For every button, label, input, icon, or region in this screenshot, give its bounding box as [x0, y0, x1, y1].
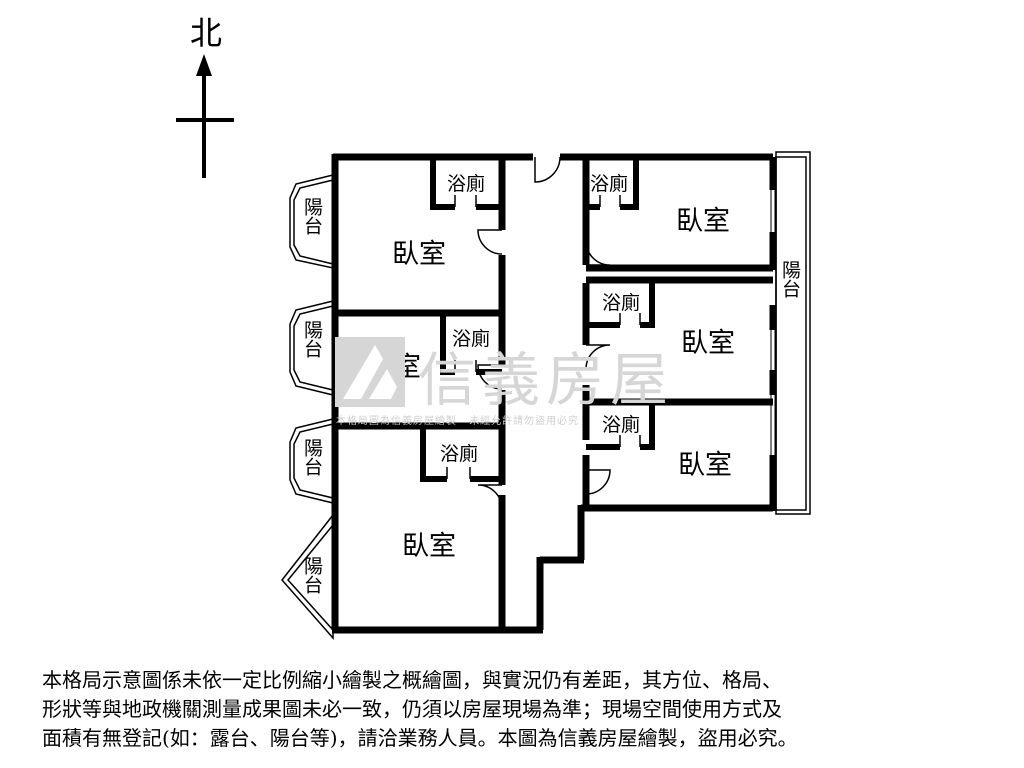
bathrooms	[420, 157, 655, 482]
disclaimer: 本格局示意圖係未依一定比例縮小繪製之概繪圖，與實況仍有差距，其方位、格局、 形狀…	[42, 666, 1002, 753]
north-arrow: 北	[176, 14, 234, 178]
watermark-notice-left: 本格局圖為信義房屋繪製	[336, 416, 457, 427]
balconies	[281, 151, 811, 640]
disclaimer-line-1: 本格局示意圖係未依一定比例縮小繪製之概繪圖，與實況仍有差距，其方位、格局、	[42, 668, 782, 692]
disclaimer-line-3: 面積有無登記(如：露台、陽台等)，請洽業務人員。本圖為信義房屋繪製，盜用必究。	[42, 726, 798, 750]
doors	[446, 156, 641, 510]
watermark-notice-right: 未經允許請勿盜用必究	[469, 416, 580, 427]
bedroom-ne-label: 臥室	[676, 206, 730, 237]
bedroom-nw-label: 臥室	[392, 239, 446, 270]
floor-plan: 北	[176, 14, 811, 640]
bathroom-se-label: 浴廁	[602, 413, 640, 436]
bathroom-w-label: 浴廁	[452, 327, 490, 350]
disclaimer-line-2: 形狀等與地政機關測量成果圖未必一致，仍須以房屋現場為準；現場空間使用方式及	[42, 697, 782, 721]
bathroom-sw-label: 浴廁	[440, 442, 478, 465]
bedroom-sw-label: 臥室	[402, 531, 456, 562]
balcony-label-west-2: 陽台	[301, 320, 323, 358]
balcony-label-west-3: 陽台	[301, 438, 323, 476]
watermark-notice: 本格局圖為信義房屋繪製 未經允許請勿盜用必究	[336, 412, 579, 427]
bedroom-se-label: 臥室	[678, 450, 732, 481]
brand-logo-icon	[335, 337, 405, 407]
north-label: 北	[190, 14, 222, 52]
balcony-label-west-4: 陽台	[301, 556, 323, 594]
room-labels: 臥室 臥室 臥室 臥室 臥室 臥室 浴廁 浴廁 浴廁 浴廁 浴廁 浴廁	[367, 172, 735, 562]
watermark-brand: 信義房屋	[418, 346, 675, 414]
balcony-label-east: 陽台	[779, 260, 801, 298]
bathroom-nw-label: 浴廁	[447, 172, 485, 195]
balcony-label-west-1: 陽台	[301, 197, 323, 235]
bathroom-ne-label: 浴廁	[590, 172, 628, 195]
bedroom-e-label: 臥室	[681, 328, 735, 359]
bathroom-e-label: 浴廁	[602, 291, 640, 314]
